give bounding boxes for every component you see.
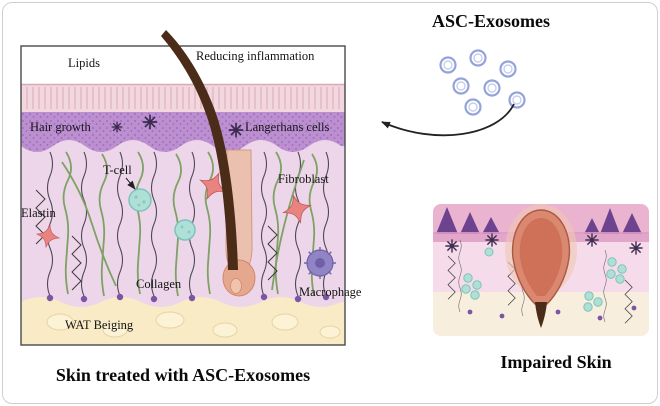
macrophage-cell: [304, 247, 336, 279]
treated-skin-illustration: [20, 30, 346, 346]
fiber-end-dots: [46, 293, 330, 303]
epidermis-texture: [21, 84, 345, 112]
label-wat-beiging: WAT Beiging: [65, 318, 134, 332]
impaired-skin-caption: Impaired Skin: [500, 352, 612, 372]
t-cells: [128, 188, 196, 241]
wat-adipocytes: [46, 311, 341, 339]
impaired-epidermis-peaks: [436, 207, 642, 234]
impaired-follicle-inner: [519, 218, 563, 296]
dermal-papilla: [230, 278, 242, 294]
impaired-dots: [467, 305, 637, 321]
t-cell-pointer: [125, 177, 136, 190]
label-collagen: Collagen: [136, 277, 182, 291]
exosomes-title: ASC-Exosomes: [431, 11, 550, 31]
label-elastin: Elastin: [21, 206, 56, 220]
label-langerhans-cells: Langerhans cells: [245, 120, 330, 134]
label-reducing-inflammation: Reducing inflammation: [196, 49, 315, 63]
treatment-arrow: [381, 103, 515, 137]
collagen-fibers: [61, 151, 318, 297]
label-fibroblast: Fibroblast: [278, 172, 329, 186]
exosome-cluster: [439, 49, 526, 116]
hair-shaft: [161, 30, 238, 270]
impaired-skin-illustration: [433, 204, 649, 336]
impaired-immune-clusters: [461, 247, 627, 312]
label-hair-growth: Hair growth: [30, 120, 91, 134]
treated-skin-caption: Skin treated with ASC-Exosomes: [55, 365, 311, 385]
label-lipids: Lipids: [68, 56, 100, 70]
junction-band-texture: [21, 112, 345, 152]
impaired-hair-stub: [535, 302, 547, 328]
label-t-cell: T-cell: [103, 163, 132, 177]
label-macrophage: Macrophage: [299, 285, 362, 299]
skin-box-border: [20, 45, 346, 346]
